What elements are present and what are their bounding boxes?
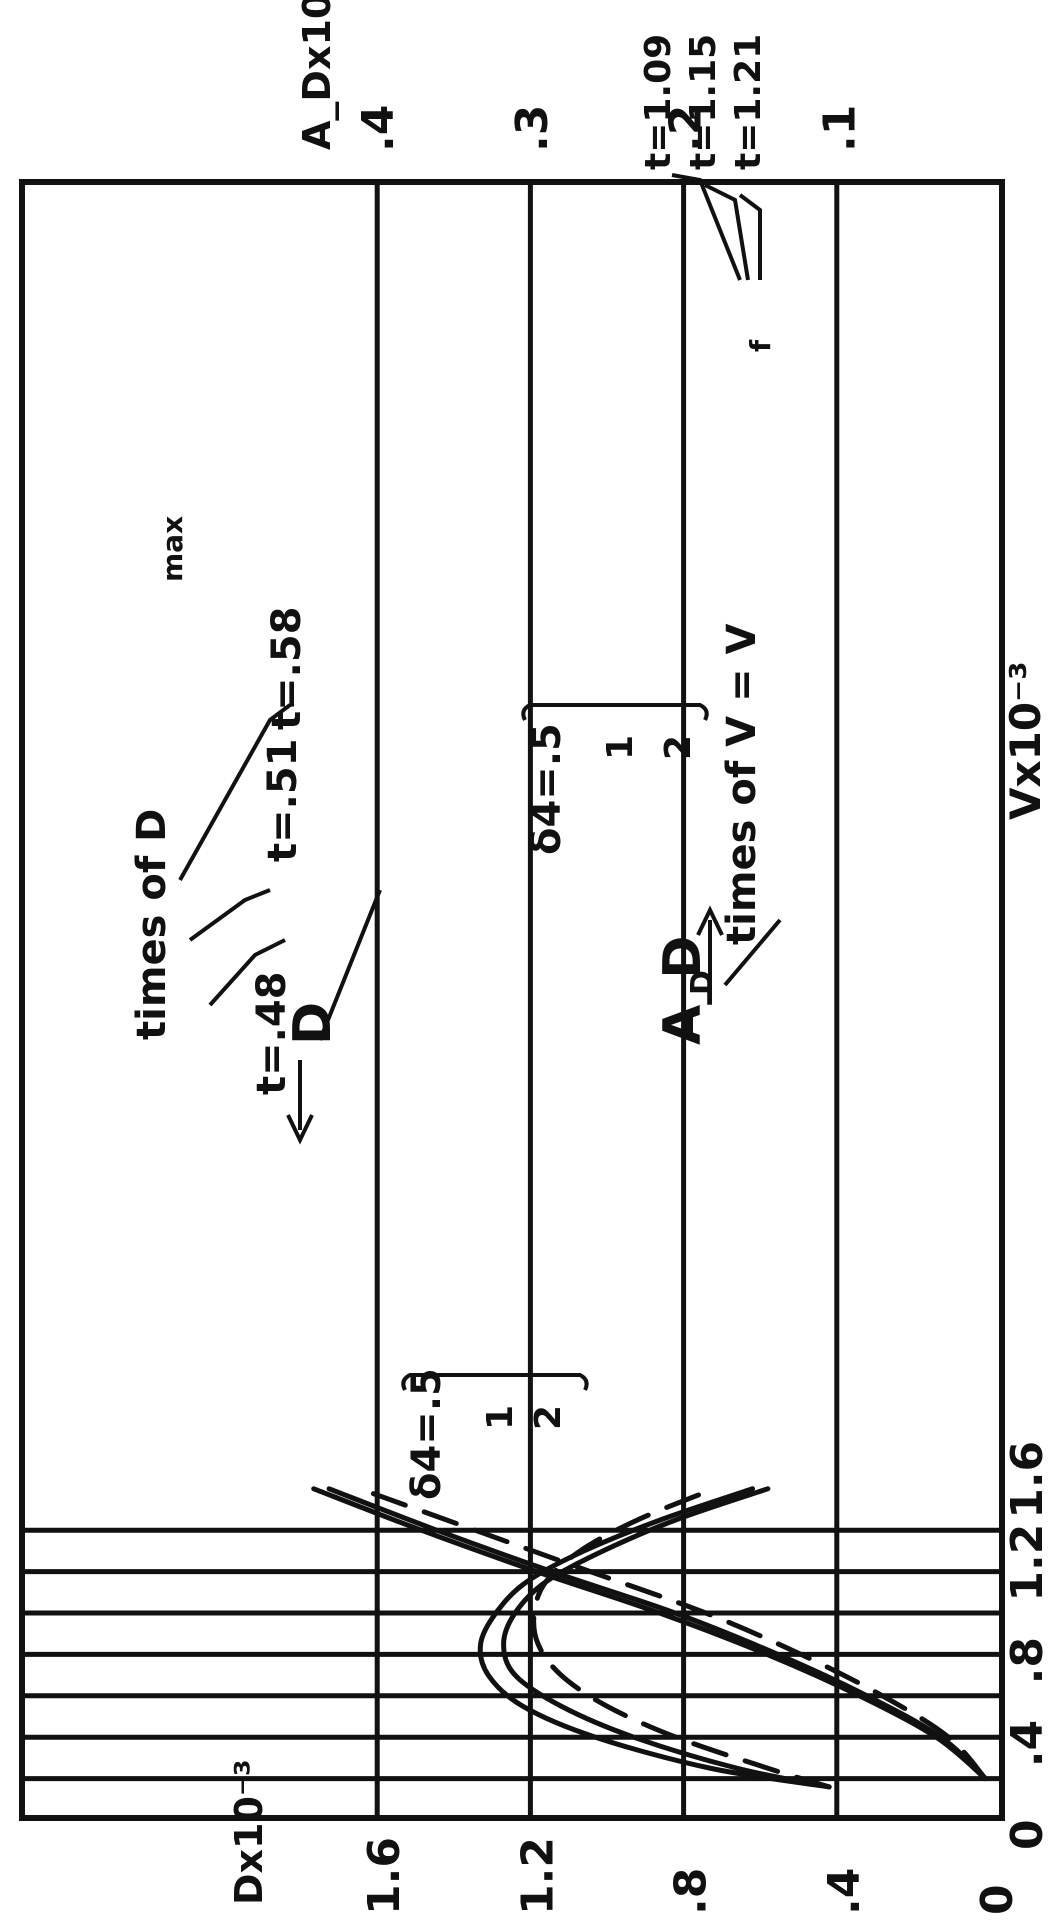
vf-title: times of V = V (719, 623, 765, 945)
right-brace (521, 703, 709, 721)
left-tick-label: 1.2 (512, 1837, 563, 1915)
left-tick-label: .8 (666, 1868, 717, 1915)
d-arrow-head (286, 1114, 314, 1145)
left-tick-label: .4 (819, 1868, 870, 1915)
left-tick-label: 0 (972, 1884, 1023, 1915)
ad-curve-subscript: D (685, 970, 720, 995)
right-delta-label: δ4=.5 (524, 723, 570, 855)
x-tick-label: .4 (1002, 1720, 1053, 1767)
right-axis-label: A_Dx10⁻³ (295, 0, 339, 150)
left-brace (401, 1373, 589, 1391)
x-tick-label: 1.6 (1002, 1441, 1053, 1519)
left-one-label: 1 (480, 1405, 521, 1430)
left-delta-label: δ4=.5 (404, 1368, 450, 1500)
grid (22, 182, 1002, 1818)
right-two-label: 2 (658, 735, 699, 760)
dmax-leader-1 (208, 938, 286, 1007)
dmax-subscript: max (156, 516, 189, 582)
ad-arrow-head (696, 905, 724, 936)
vf-leader-3 (738, 193, 762, 280)
right-tick-label: .2 (661, 105, 712, 152)
ad-leader (723, 918, 782, 987)
left-two-label: 2 (528, 1405, 569, 1430)
ad-curve-2 (357, 1486, 988, 1782)
vf-leader-1 (671, 173, 742, 281)
vf-time-2: t=1.15 (683, 34, 724, 170)
vf-time-3: t=1.21 (728, 34, 769, 170)
plot-frame (19, 179, 1005, 1821)
dmax-time-2: t=.51 (260, 739, 306, 863)
ad-curve-0 (311, 1486, 988, 1782)
x-axis-label: Vx10⁻³ (1001, 661, 1050, 820)
dmax-time-3: t=.58 (264, 607, 310, 731)
right-tick-label: .3 (507, 105, 558, 152)
ad-curve-label: A_D (653, 936, 713, 1045)
vf-time-1: t=1.09 (638, 34, 679, 170)
vf-subscript: f (744, 339, 777, 352)
right-tick-label: .1 (814, 105, 865, 152)
dmax-time-1: t=.48 (249, 972, 295, 1096)
d-curve-2 (531, 1486, 832, 1790)
d-curve-0 (477, 1486, 832, 1790)
right-tick-label: .4 (353, 105, 404, 152)
right-one-label: 1 (600, 735, 641, 760)
x-tick-label: 1.2 (1002, 1524, 1053, 1602)
vf-leader-2 (704, 183, 750, 281)
curves (311, 1486, 988, 1790)
dmax-title: times of D (129, 809, 175, 1040)
left-tick-label: 1.6 (359, 1837, 410, 1915)
d-leader (318, 889, 382, 1041)
ad-curve-1 (326, 1486, 988, 1782)
dmax-leader-3 (178, 703, 292, 881)
d-curve-1 (501, 1486, 832, 1790)
left-axis-label: Dx10⁻³ (227, 1759, 271, 1905)
x-tick-label: .8 (1002, 1637, 1053, 1684)
x-tick-label: 0 (1002, 1819, 1053, 1850)
dmax-leader-2 (188, 888, 271, 942)
